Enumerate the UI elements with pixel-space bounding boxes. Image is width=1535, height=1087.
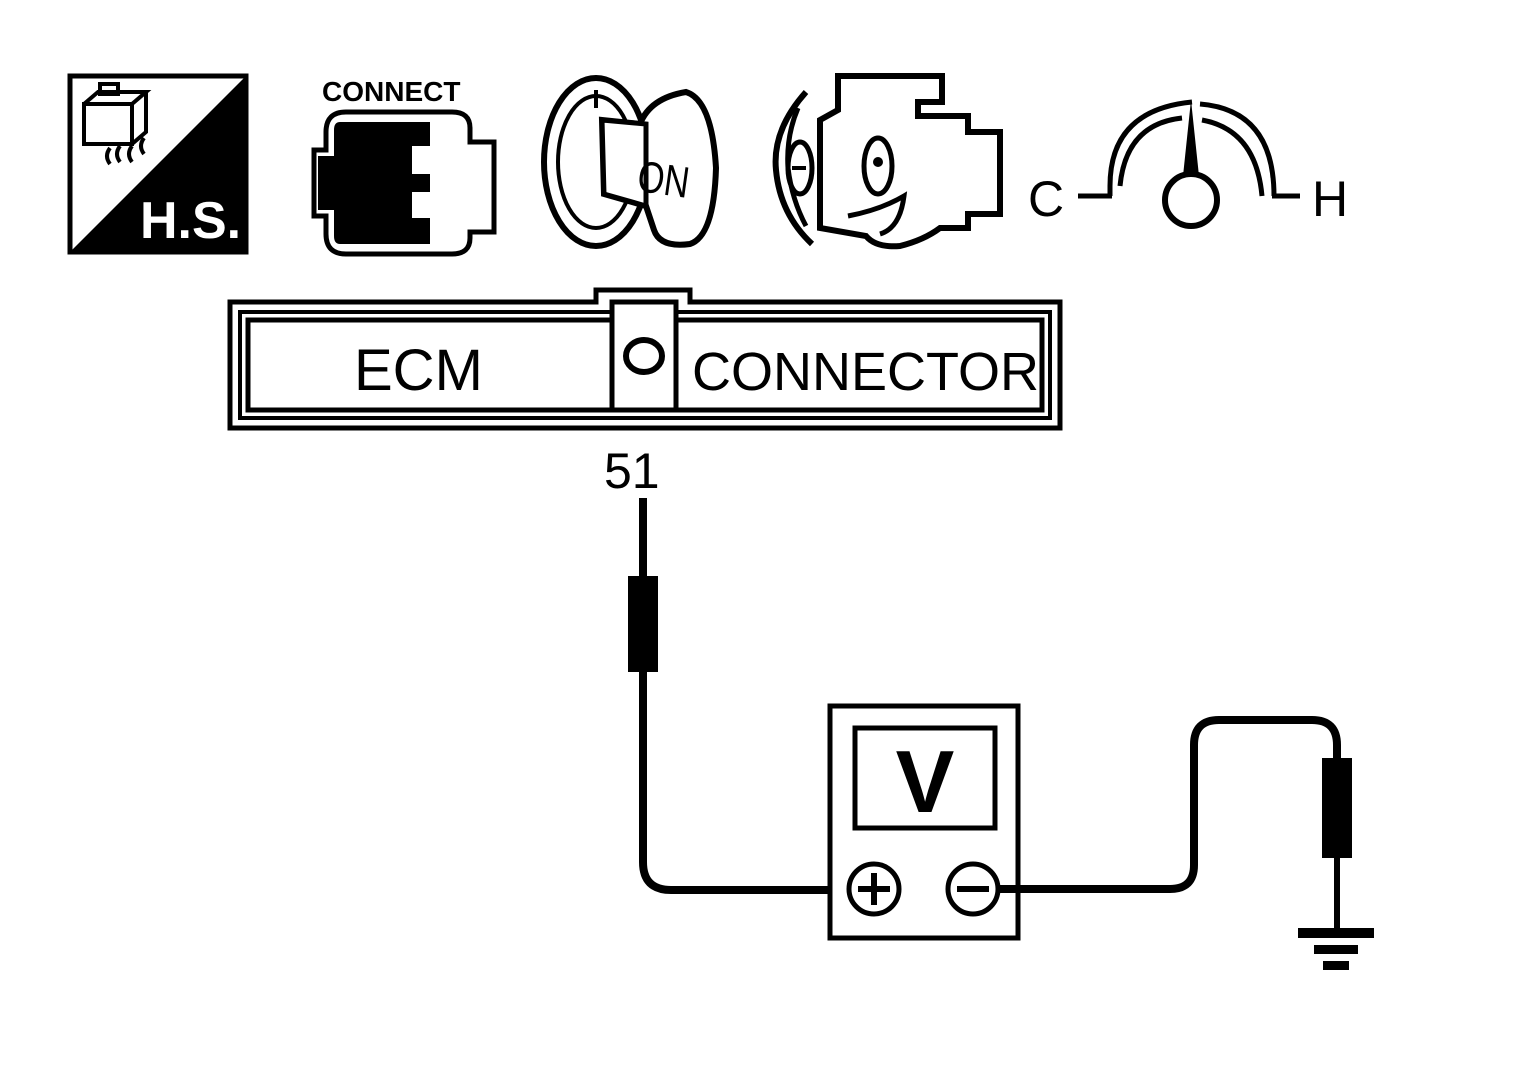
terminal-51-label: 51 [604,443,660,499]
ignition-key-icon: ON [541,75,720,249]
hot-label: H [1312,171,1348,227]
positive-probe [628,498,848,894]
ecm-label: ECM [354,338,483,403]
positive-terminal-icon [846,861,902,917]
on-label: ON [635,152,693,208]
engine-icon [772,73,1003,250]
connector-plug-icon: CONNECT [311,76,497,257]
negative-terminal-icon [945,861,1001,917]
connector-label: CONNECTOR [692,342,1039,402]
hs-label: H.S. [140,192,241,250]
ground-symbol-icon [1298,928,1374,970]
connect-label: CONNECT [322,76,460,107]
voltmeter-display: V [896,732,955,831]
negative-probe [998,716,1352,932]
harness-connector-icon: H.S. [67,73,249,255]
ecm-connector: ECM CONNECTOR [227,287,1063,431]
temperature-gauge-icon: C H [1028,99,1348,229]
cold-label: C [1028,171,1064,227]
voltmeter: V [827,703,1021,941]
